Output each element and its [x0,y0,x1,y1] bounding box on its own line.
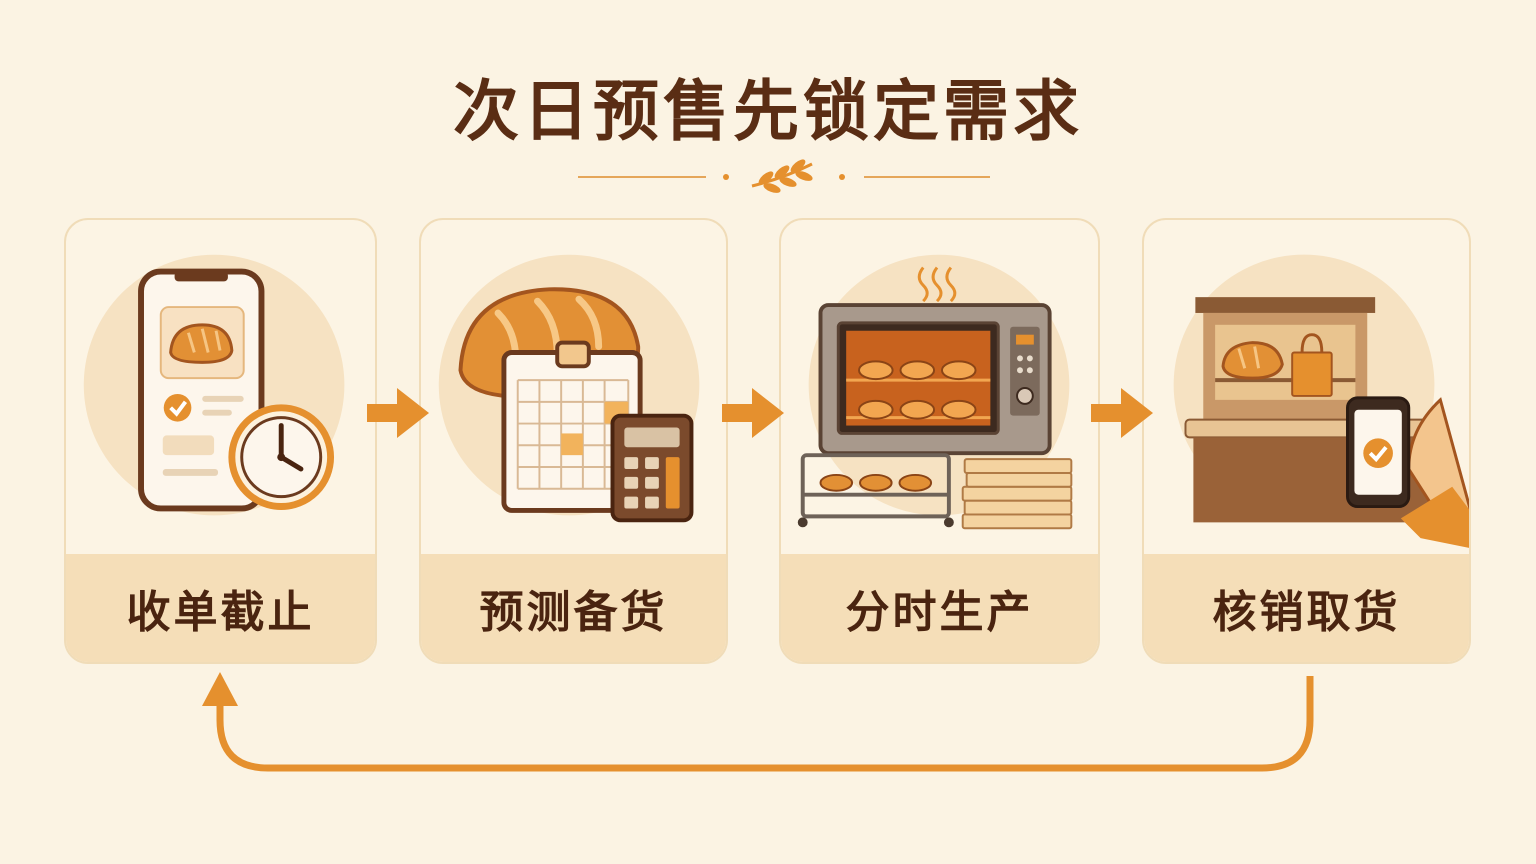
step-label-bar: 预测备货 [421,554,726,662]
oven-baking-trays-icon [797,254,1073,530]
step-label: 收单截止 [126,587,315,638]
step-label: 分时生产 [845,587,1034,638]
step-label-bar: 分时生产 [781,554,1098,662]
arrow-right-icon [722,388,784,438]
arrow-right-icon [367,388,429,438]
step-label-bar: 核销取货 [1144,554,1469,662]
step-card-order-cutoff: 收单截止 [64,218,377,664]
step-label: 预测备货 [479,587,668,638]
bread-calendar-calculator-icon [438,254,700,523]
arrow-up-icon [202,672,238,706]
page-title: 次日预售先锁定需求 [453,73,1083,150]
step-card-pickup-verify: 核销取货 [1142,218,1471,664]
step-card-forecast-stock: 预测备货 [419,218,728,664]
phone-order-clock-icon [83,254,345,516]
step-label: 核销取货 [1212,587,1401,638]
step-label-bar: 收单截止 [66,554,375,662]
loop-back-arrow [216,676,1314,772]
wheat-icon [751,159,813,193]
counter-pickup-phone-icon [1173,254,1469,548]
arrow-right-icon [1091,388,1153,438]
step-card-timed-production: 分时生产 [779,218,1100,664]
